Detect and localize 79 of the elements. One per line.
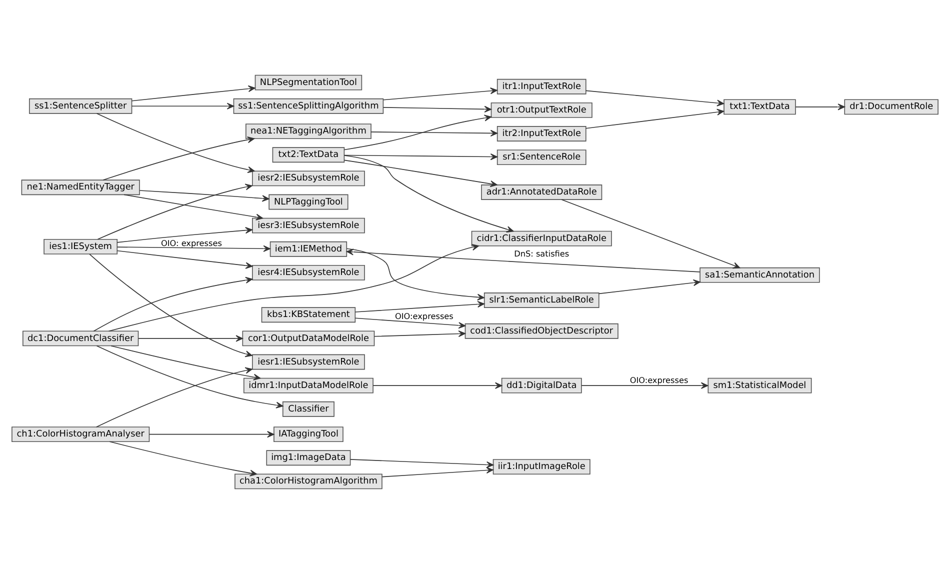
- arrow: [116, 227, 252, 243]
- arrow: [598, 279, 700, 294]
- arrow: [372, 382, 502, 389]
- node-box: iesr2:IESubsystemRole: [252, 170, 365, 186]
- arrow: [93, 276, 253, 332]
- node-box: IATaggingTool: [274, 426, 344, 442]
- node-box: ss1:SentenceSplitter: [29, 98, 132, 114]
- arrow: [581, 382, 708, 389]
- arrow: [344, 160, 498, 188]
- node-box: dc1:DocumentClassifier: [22, 330, 139, 346]
- arrow: [382, 466, 494, 478]
- arrow: [138, 335, 243, 342]
- node-box: cor1:OutputDataModelRole: [242, 330, 375, 346]
- arrow: [131, 102, 234, 110]
- node-box: ch1:ColorHistogramAnalyser: [12, 426, 150, 442]
- node-box: NLPTaggingTool: [268, 194, 348, 210]
- arrow: [102, 136, 255, 180]
- arrow: [96, 367, 252, 428]
- arrow: [96, 345, 284, 408]
- arrow: [344, 153, 498, 160]
- node-box: iesr4:IESubsystemRole: [252, 264, 365, 280]
- arrow: [383, 88, 498, 100]
- node-box: dd1:DigitalData: [501, 378, 582, 394]
- node-box: itr2:InputTextRole: [496, 126, 586, 142]
- arrow: [131, 85, 256, 102]
- node-box: Classifier: [282, 401, 334, 417]
- node-box: iem1:IEMethod: [270, 241, 348, 257]
- node-box: ss1:SentenceSplittingAlgorithm: [233, 98, 384, 114]
- node-box: sm1:StatisticalModel: [708, 378, 812, 394]
- node-box: otr1:OutputTextRole: [490, 102, 592, 118]
- node-box: dr1:DocumentRole: [844, 99, 938, 115]
- arrow: [108, 244, 480, 332]
- arrow: [795, 104, 845, 110]
- edge-label: OIO: expresses: [161, 238, 222, 248]
- node-box: itr1:InputTextRole: [496, 78, 586, 94]
- node-box: txt1:TextData: [724, 99, 796, 115]
- node-box: sa1:SemanticAnnotation: [700, 267, 820, 283]
- arrow: [139, 190, 270, 202]
- node-box: cha1:ColorHistogramAlgorithm: [234, 474, 382, 490]
- node-box: ne1:NamedEntityTagger: [21, 180, 140, 196]
- node-box: nea1:NETaggingAlgorithm: [246, 124, 372, 140]
- arrow: [370, 130, 498, 137]
- arrow: [110, 345, 261, 380]
- arrow: [586, 90, 724, 106]
- arrow: [561, 199, 740, 269]
- arrow: [344, 155, 514, 233]
- arrow: [116, 250, 253, 269]
- node-box: iesr1:IESubsystemRole: [252, 354, 365, 370]
- node-box: slr1:SemanticLabelRole: [484, 292, 600, 308]
- edge-label: OIO:expresses: [395, 310, 454, 321]
- arrow: [383, 106, 492, 113]
- arrow: [346, 248, 484, 301]
- node-box: NLPSegmentationTool: [254, 74, 362, 90]
- node-box: txt2:TextData: [272, 147, 345, 163]
- node-box: img1:ImageData: [266, 450, 351, 466]
- arrow: [354, 300, 485, 312]
- arrow: [89, 254, 252, 358]
- node-box: adr1:AnnotatedDataRole: [481, 184, 602, 200]
- arrow: [96, 113, 255, 173]
- arrow: [586, 108, 724, 129]
- node-box: iesr3:IESubsystemRole: [252, 218, 365, 234]
- arrow: [124, 194, 264, 220]
- arrow: [346, 248, 700, 272]
- node-box: sr1:SentenceRole: [496, 150, 586, 166]
- node-box: ies1:IESystem: [44, 238, 118, 254]
- arrow: [116, 245, 270, 252]
- node-box: kbs1:KBStatement: [261, 307, 356, 323]
- arrow: [354, 318, 466, 329]
- node-box: idmr1:InputDataModelRole: [243, 378, 374, 394]
- arrow: [374, 330, 466, 338]
- node-box: cod1:ClassifiedObjectDescriptor: [464, 323, 618, 339]
- node-box: iir1:InputImageRole: [492, 459, 590, 475]
- arrow: [97, 184, 252, 240]
- arrow: [109, 441, 258, 476]
- node-box: cidr1:ClassifierInputDataRole: [471, 230, 612, 246]
- edge-label: OIO:expresses: [630, 375, 688, 386]
- edge-label: DnS: satisfies: [514, 248, 570, 258]
- arrow: [344, 114, 492, 150]
- arrow: [148, 431, 274, 438]
